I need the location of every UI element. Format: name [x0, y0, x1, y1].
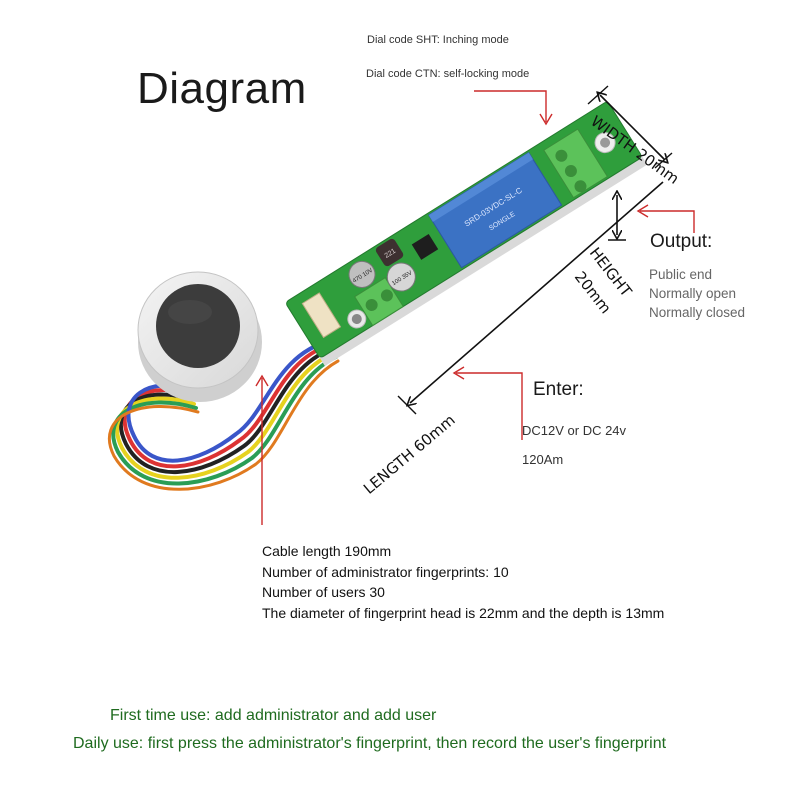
spec-head-dimensions: The diameter of fingerprint head is 22mm…: [262, 604, 665, 621]
input-terminal-block: [353, 276, 404, 327]
fingerprint-pad: [156, 284, 240, 368]
spec-admin-fingerprints: Number of administrator fingerprints: 10: [262, 563, 509, 580]
enter-heading: Enter:: [533, 379, 584, 400]
relay-module-board: 470 10V 100 35V 221 SRD-03VDC-SL-C SONGL…: [286, 102, 648, 367]
usage-first-time: First time use: add administrator and ad…: [110, 707, 437, 724]
usage-daily: Daily use: first press the administrator…: [73, 735, 667, 752]
output-callout-line: [640, 210, 695, 233]
dial-code-sht-note: Dial code SHT: Inching mode: [367, 34, 509, 46]
enter-callout-line: [456, 372, 523, 440]
inductor: [375, 238, 404, 267]
capacitor-2: [386, 262, 416, 292]
cable-bundle: [107, 339, 340, 491]
dial-code-callout-line: [474, 90, 547, 122]
output-item-public-end: Public end: [649, 267, 713, 282]
spec-cable-length: Cable length 190mm: [262, 543, 392, 559]
output-terminal-block: [543, 128, 609, 199]
fingerprint-sensor: [137, 271, 262, 402]
length-dimension-arrow: [410, 181, 664, 403]
spec-list: Cable length 190mm Number of administrat…: [262, 541, 664, 623]
output-item-normally-open: Normally open: [649, 286, 737, 301]
spec-users: Number of users 30: [262, 584, 385, 600]
dial-code-ctn-note: Dial code CTN: self-locking mode: [366, 68, 530, 80]
output-item-normally-closed: Normally closed: [649, 305, 746, 320]
enter-current: 120Am: [522, 452, 564, 467]
capacitor-1: [348, 260, 376, 288]
diagram-title: Diagram: [137, 64, 307, 113]
enter-voltage: DC12V or DC 24v: [522, 423, 627, 438]
output-heading: Output:: [650, 231, 713, 252]
cable-connector: [301, 292, 342, 339]
width-dimension-arrow: [600, 95, 665, 160]
ic-chip: [411, 233, 439, 260]
output-list: Public end Normally open Normally closed: [649, 265, 745, 322]
